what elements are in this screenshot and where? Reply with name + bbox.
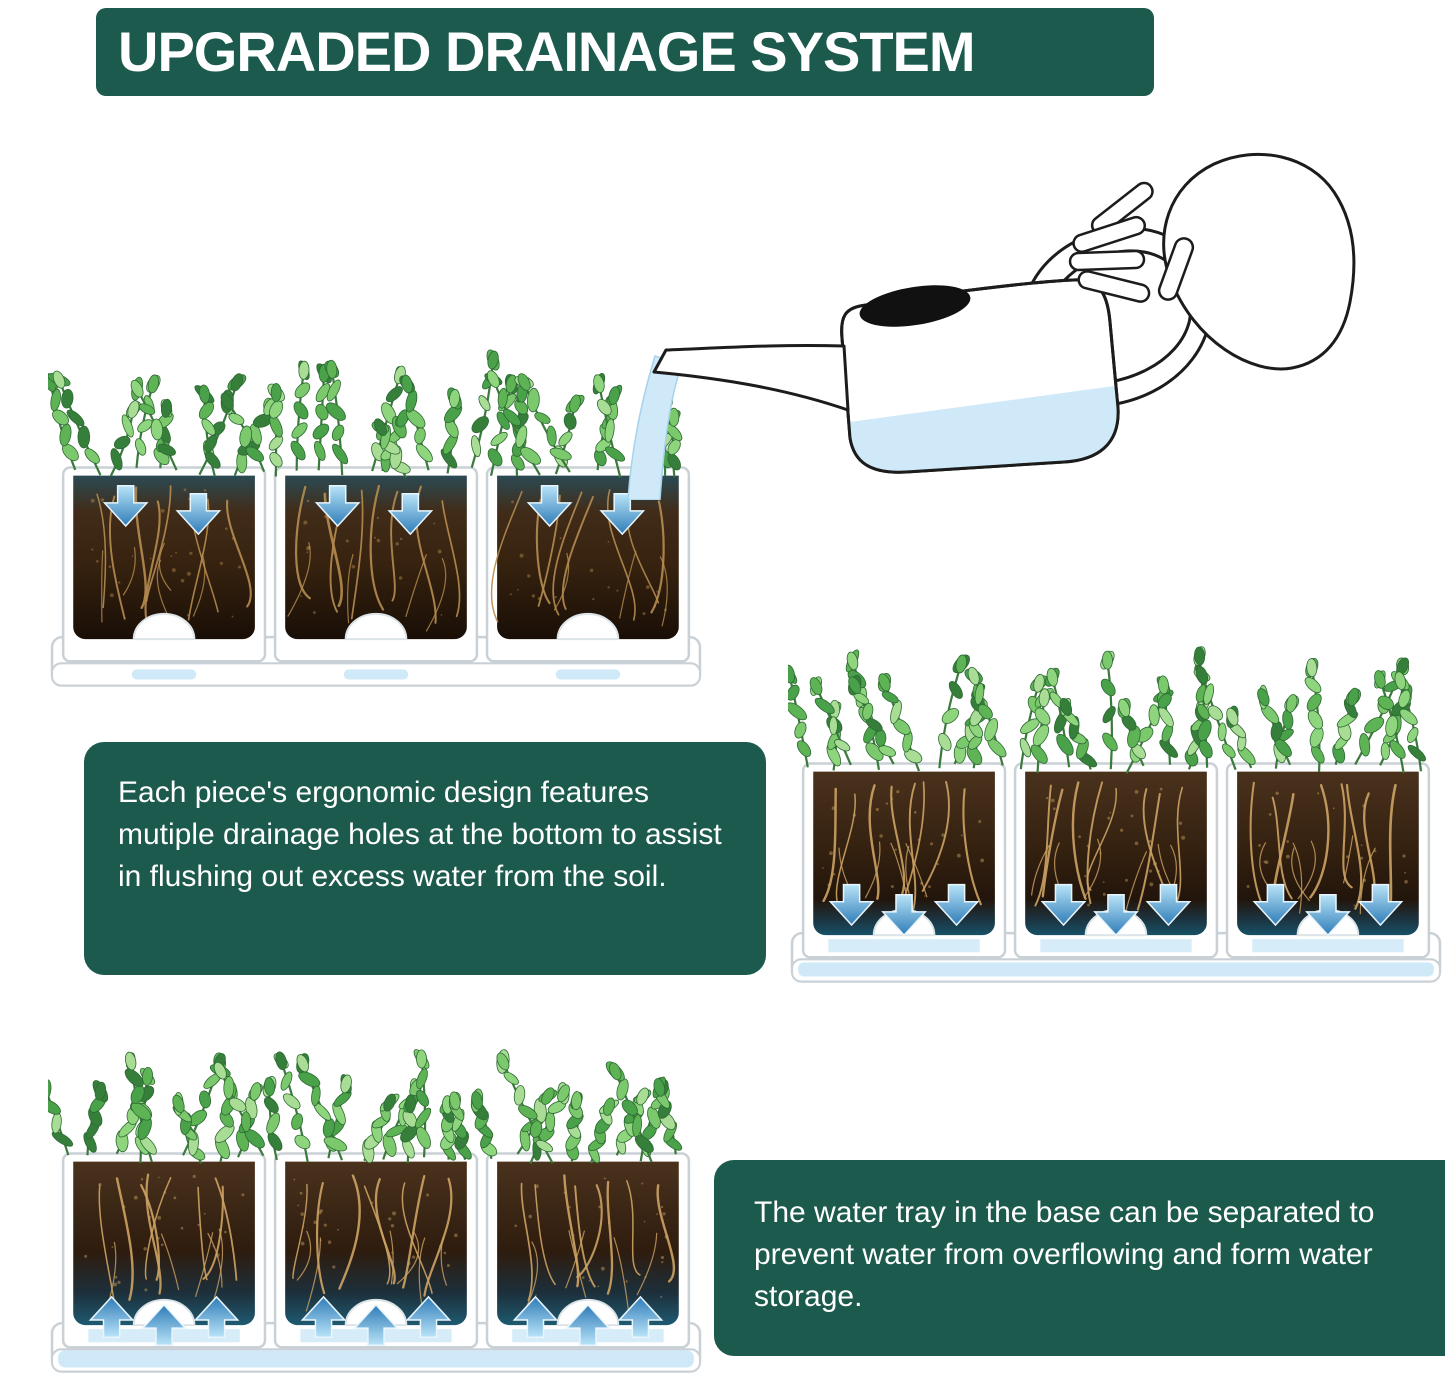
drainage-dome	[132, 612, 196, 641]
can-spout	[652, 343, 850, 412]
planter-row-middle-right	[788, 646, 1442, 983]
roots	[514, 1174, 676, 1314]
watering-can-illustration	[627, 152, 1356, 500]
hand-icon	[1068, 152, 1356, 371]
finger	[1068, 249, 1146, 272]
finger	[1077, 270, 1151, 303]
watering-can-icon	[652, 226, 1213, 474]
hand-palm	[1162, 152, 1356, 371]
page-title: UPGRADED DRAINAGE SYSTEM	[118, 20, 976, 83]
drainage-dome	[556, 612, 620, 641]
planter-row-bottom	[48, 1049, 702, 1373]
drainage-dome	[344, 612, 408, 641]
roots	[90, 485, 252, 632]
title-banner: UPGRADED DRAINAGE SYSTEM	[96, 8, 1154, 96]
finger	[1072, 215, 1147, 254]
tray-water	[798, 962, 1434, 977]
plant-foliage	[48, 1049, 683, 1164]
drainage-callout: Each piece's ergonomic design features m…	[84, 742, 766, 975]
can-opening	[859, 285, 971, 327]
planter-row-top	[48, 349, 702, 687]
tray-water-storage	[58, 1350, 694, 1368]
roots	[292, 1174, 458, 1312]
plant-foliage	[48, 349, 683, 478]
water-stream	[627, 355, 683, 500]
water-tray-callout: The water tray in the base can be separa…	[714, 1160, 1445, 1356]
planter-pot	[273, 466, 479, 663]
tray-water-puddles	[131, 669, 621, 680]
plant-foliage	[788, 646, 1426, 774]
planter-pot	[61, 466, 267, 663]
water-tray-callout-text: The water tray in the base can be separa…	[754, 1196, 1375, 1313]
can-water	[850, 386, 1119, 473]
thumb	[1157, 237, 1195, 301]
drainage-callout-text: Each piece's ergonomic design features m…	[118, 776, 722, 893]
